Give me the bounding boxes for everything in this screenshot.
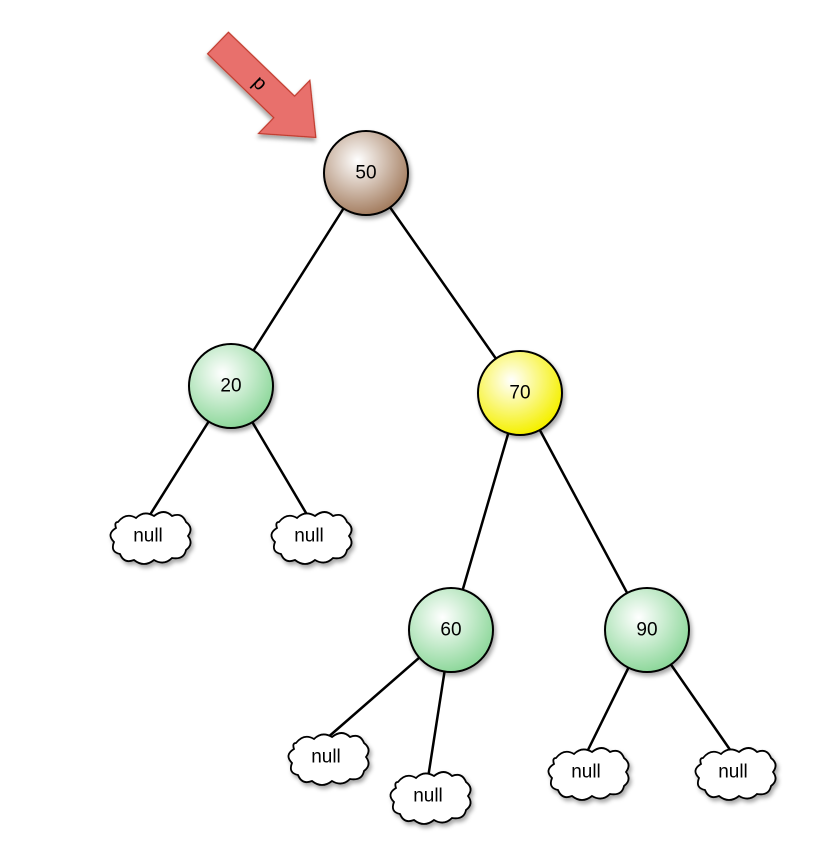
null-leaf: null [270,511,353,565]
null-leaf: null [547,747,630,801]
node-label: 50 [355,163,376,184]
cloud-shape [270,511,353,565]
tree-edge [364,172,522,394]
tree-node-20: 20 [188,343,274,429]
null-leaf: null [694,747,777,801]
tree-node-60: 60 [408,587,494,673]
null-label: null [718,762,748,783]
pointer-arrow: p [206,31,317,139]
node-circle [477,350,563,436]
null-label: null [413,786,443,807]
cloud-shape [389,771,472,825]
node-label: 90 [636,620,657,641]
null-label: null [294,526,324,547]
null-label: null [571,762,601,783]
node-label: 20 [220,376,241,397]
node-circle [408,587,494,673]
cloud-shape [287,732,370,786]
tree-node-90: 90 [604,587,690,673]
null-leaf: null [287,732,370,786]
cloud-shape [694,747,777,801]
cloud-shape [109,511,192,565]
null-leaf: null [389,771,472,825]
tree-node-50: 50 [323,130,409,216]
node-circle [604,587,690,673]
cloud-shape [547,747,630,801]
node-label: 60 [440,620,461,641]
node-label: 70 [509,383,530,404]
node-circle [188,343,274,429]
tree-node-70: 70 [477,350,563,436]
tree-edge [518,392,649,631]
null-leaf: null [109,511,192,565]
null-label: null [133,526,163,547]
node-circle [323,130,409,216]
null-label: null [311,747,341,768]
